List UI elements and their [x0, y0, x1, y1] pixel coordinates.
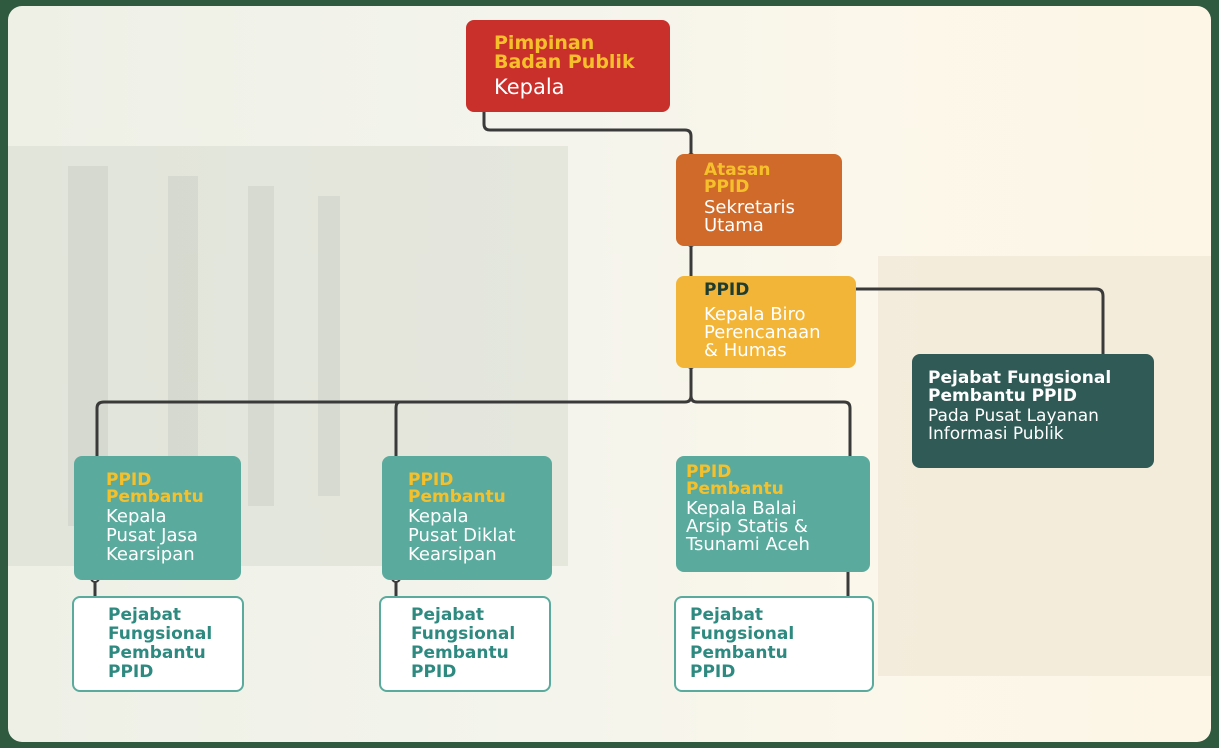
- node-fungsional-3-name: Pejabat Fungsional Pembantu PPID: [690, 605, 795, 683]
- node-pembantu-1: PPID Pembantu Kepala Pusat Jasa Kearsipa…: [74, 456, 241, 580]
- background-column: [318, 196, 340, 496]
- node-pembantu-2-role: PPID Pembantu: [408, 470, 506, 507]
- node-pimpinan-name: Kepala: [494, 75, 565, 99]
- connector-branch-mid: [394, 400, 401, 468]
- node-fungsional-3: Pejabat Fungsional Pembantu PPID: [674, 596, 874, 692]
- background-column: [248, 186, 274, 506]
- node-fungsional-2: Pejabat Fungsional Pembantu PPID: [379, 596, 551, 692]
- node-fungsional-1: Pejabat Fungsional Pembantu PPID: [72, 596, 244, 692]
- node-fungsional-pusat-name: Pada Pusat Layanan Informasi Publik: [928, 405, 1099, 444]
- diagram-canvas: Pimpinan Badan Publik Kepala Atasan PPID…: [8, 6, 1211, 742]
- node-pembantu-1-role: PPID Pembantu: [106, 470, 204, 507]
- connector-branch-right: [689, 395, 852, 468]
- node-fungsional-1-name: Pejabat Fungsional Pembantu PPID: [108, 605, 213, 683]
- node-fungsional-pusat: Pejabat Fungsional Pembantu PPID Pada Pu…: [912, 354, 1154, 468]
- node-ppid: PPID Kepala Biro Perencanaan & Humas: [676, 276, 856, 368]
- node-pembantu-2: PPID Pembantu Kepala Pusat Diklat Kearsi…: [382, 456, 552, 580]
- node-pembantu-3: PPID Pembantu Kepala Balai Arsip Statis …: [676, 456, 870, 572]
- node-fungsional-pusat-role: Pejabat Fungsional Pembantu PPID: [928, 368, 1112, 406]
- node-atasan-role: Atasan PPID: [704, 160, 771, 197]
- node-pembantu-3-role: PPID Pembantu: [686, 462, 784, 499]
- node-fungsional-2-name: Pejabat Fungsional Pembantu PPID: [411, 605, 516, 683]
- node-atasan-name: Sekretaris Utama: [704, 197, 795, 236]
- node-ppid-name: Kepala Biro Perencanaan & Humas: [704, 303, 821, 361]
- node-pembantu-2-name: Kepala Pusat Diklat Kearsipan: [408, 506, 516, 565]
- node-pembantu-3-name: Kepala Balai Arsip Statis & Tsunami Aceh: [686, 498, 810, 555]
- node-pimpinan-role: Pimpinan Badan Publik: [494, 32, 635, 73]
- node-atasan-ppid: Atasan PPID Sekretaris Utama: [676, 154, 842, 246]
- node-ppid-role: PPID: [704, 280, 750, 300]
- connector-pimpinan-atasan: [482, 106, 693, 158]
- node-pimpinan: Pimpinan Badan Publik Kepala: [466, 20, 670, 112]
- node-pembantu-1-name: Kepala Pusat Jasa Kearsipan: [106, 506, 198, 565]
- connector-ppid-fungsional-pusat: [844, 287, 1105, 368]
